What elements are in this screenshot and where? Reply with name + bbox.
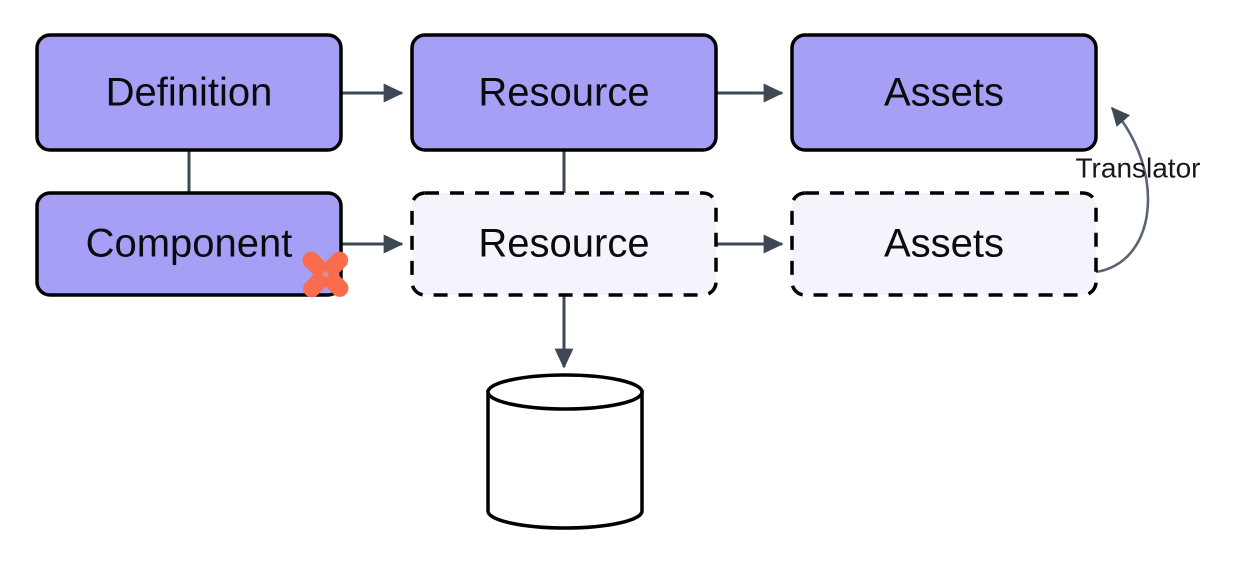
node-resource-bottom[interactable]: Resource — [410, 191, 718, 297]
edge-label-translator: Translator — [1075, 152, 1200, 183]
node-component-box[interactable] — [35, 191, 343, 297]
node-resource-bottom-label: Resource — [478, 222, 649, 266]
node-assets-top-label: Assets — [884, 71, 1004, 115]
x-mark-center-dot — [322, 271, 329, 278]
cylinder-body[interactable] — [486, 390, 644, 530]
x-mark-icon — [302, 251, 349, 298]
node-resource-top-box[interactable] — [410, 33, 718, 152]
node-component-label: Component — [86, 222, 293, 266]
edge-assets-bottom-to-assets-top-translator — [1095, 106, 1150, 274]
node-resource-bottom-box[interactable] — [410, 191, 718, 297]
node-definition-box[interactable] — [35, 33, 343, 152]
node-assets-bottom[interactable]: Assets — [790, 191, 1098, 297]
node-resource-top[interactable]: Resource — [410, 33, 718, 152]
node-assets-top-box[interactable] — [790, 33, 1098, 152]
node-assets-bottom-box[interactable] — [790, 191, 1098, 297]
cylinder-top-ellipse — [486, 373, 644, 411]
node-definition[interactable]: Definition — [35, 33, 343, 152]
node-definition-label: Definition — [106, 71, 273, 115]
node-datastore-cylinder[interactable] — [486, 373, 644, 530]
node-component[interactable]: Component — [35, 191, 343, 297]
node-assets-top[interactable]: Assets — [790, 33, 1098, 152]
node-assets-bottom-label: Assets — [884, 222, 1004, 266]
connector-layer — [187, 83, 1150, 369]
node-resource-top-label: Resource — [478, 71, 649, 115]
